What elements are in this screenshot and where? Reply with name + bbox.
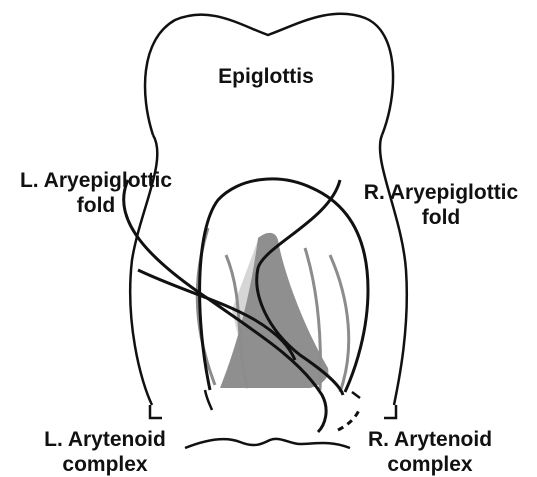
right-outer-base bbox=[384, 405, 396, 418]
bottom-contour bbox=[185, 439, 350, 448]
left-arytenoid-tick bbox=[205, 390, 212, 410]
right-fold-label-line2: fold bbox=[351, 205, 531, 230]
epiglottis-label-text: Epiglottis bbox=[206, 64, 326, 89]
right-arytenoid-tick bbox=[352, 392, 360, 398]
left-arytenoid-complex-label: L. Arytenoid complex bbox=[20, 427, 190, 477]
left-arytenoid-label-line1: L. Arytenoid bbox=[20, 427, 190, 452]
right-aryepiglottic-fold-label: R. Aryepiglottic fold bbox=[351, 180, 531, 230]
right-arytenoid-label-line1: R. Arytenoid bbox=[345, 427, 515, 452]
right-arytenoid-complex-label: R. Arytenoid complex bbox=[345, 427, 515, 477]
left-fold-label-line2: fold bbox=[6, 193, 186, 218]
far-right-gray-line bbox=[330, 255, 349, 392]
left-fold-label-line1: L. Aryepiglottic bbox=[6, 168, 186, 193]
left-outer-base bbox=[150, 405, 162, 418]
left-arytenoid-label-line2: complex bbox=[20, 452, 190, 477]
epiglottis-label: Epiglottis bbox=[206, 64, 326, 89]
right-fold-label-line1: R. Aryepiglottic bbox=[351, 180, 531, 205]
right-outer-wall bbox=[380, 135, 407, 405]
right-arytenoid-label-line2: complex bbox=[345, 452, 515, 477]
left-aryepiglottic-fold-label: L. Aryepiglottic fold bbox=[6, 168, 186, 218]
